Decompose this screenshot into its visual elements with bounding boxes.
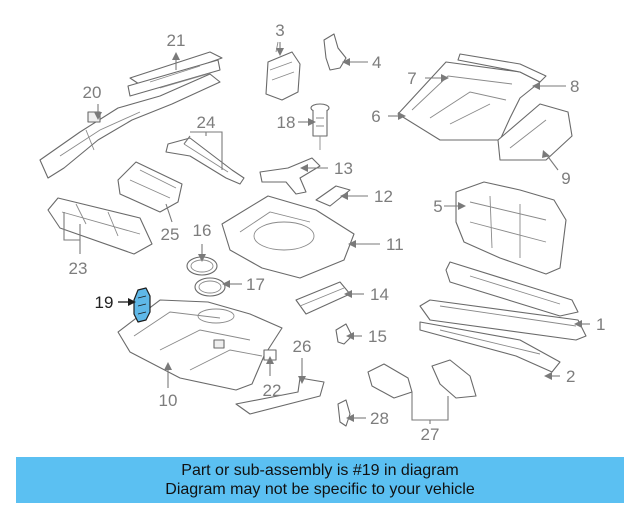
- callout-10: 10: [159, 391, 178, 410]
- callout-6: 6: [371, 107, 380, 126]
- parts-diagram: 21 20 3 4 7 8 6 9 18 24 13 12 5 25 16 11…: [39, 21, 606, 444]
- callout-11: 11: [386, 235, 404, 254]
- callout-4: 4: [372, 53, 381, 72]
- part-18-jack: [310, 103, 330, 150]
- callout-18: 18: [277, 113, 296, 132]
- part-14-channel: [295, 281, 351, 315]
- callout-12: 12: [374, 187, 393, 206]
- part-4-bracket: [323, 33, 347, 71]
- part-13-brace: [259, 157, 321, 195]
- part-5-rear-panel: [455, 181, 567, 275]
- callout-28: 28: [370, 409, 389, 428]
- callout-1: 1: [596, 315, 605, 334]
- callout-25: 25: [161, 225, 180, 244]
- callout-23: 23: [69, 259, 88, 278]
- part-17-gasket: [194, 277, 226, 297]
- banner-line-disclaimer: Diagram may not be specific to your vehi…: [165, 481, 475, 498]
- callout-3: 3: [275, 21, 284, 40]
- banner-line-part-number: Part or sub-assembly is #19 in diagram: [181, 462, 459, 479]
- part-23-crossmember: [47, 197, 153, 255]
- part-20-side-member: [39, 73, 221, 179]
- callout-21: 21: [167, 31, 186, 50]
- callout-24: 24: [197, 113, 216, 132]
- callout-8: 8: [570, 77, 579, 96]
- callout-16: 16: [193, 221, 212, 240]
- part-19-highlighted[interactable]: [133, 287, 151, 323]
- part-9-trim: [497, 103, 573, 161]
- part-2-bumper-beam: [419, 261, 579, 373]
- part-27-brackets: [367, 359, 477, 399]
- callout-13: 13: [334, 159, 353, 178]
- part-1-rear-beam: [419, 299, 587, 341]
- part-25-seat-bracket: [117, 161, 183, 213]
- part-12-plate: [315, 185, 351, 207]
- callout-5: 5: [433, 197, 442, 216]
- callout-27: 27: [421, 425, 440, 444]
- part-11-wheel-well: [221, 195, 355, 279]
- part-24-crossmember: [165, 137, 245, 185]
- callout-15: 15: [368, 327, 387, 346]
- part-6-rear-shelf: [397, 53, 547, 141]
- arrowheads: [94, 48, 582, 422]
- callout-7: 7: [407, 69, 416, 88]
- callout-2: 2: [566, 367, 575, 386]
- part-28-clip: [337, 399, 351, 427]
- part-15-clip: [335, 323, 353, 345]
- callout-22: 22: [263, 381, 282, 400]
- part-3-bracket: [265, 41, 301, 101]
- callout-19: 19: [95, 293, 114, 312]
- callout-14: 14: [370, 285, 389, 304]
- callout-17: 17: [246, 275, 265, 294]
- callout-26: 26: [293, 337, 312, 356]
- info-banner: Part or sub-assembly is #19 in diagram D…: [16, 457, 624, 503]
- part-26-strip: [235, 377, 325, 415]
- callout-labels: 21 20 3 4 7 8 6 9 18 24 13 12 5 25 16 11…: [69, 21, 606, 444]
- callout-20: 20: [83, 83, 102, 102]
- callout-9: 9: [561, 169, 570, 188]
